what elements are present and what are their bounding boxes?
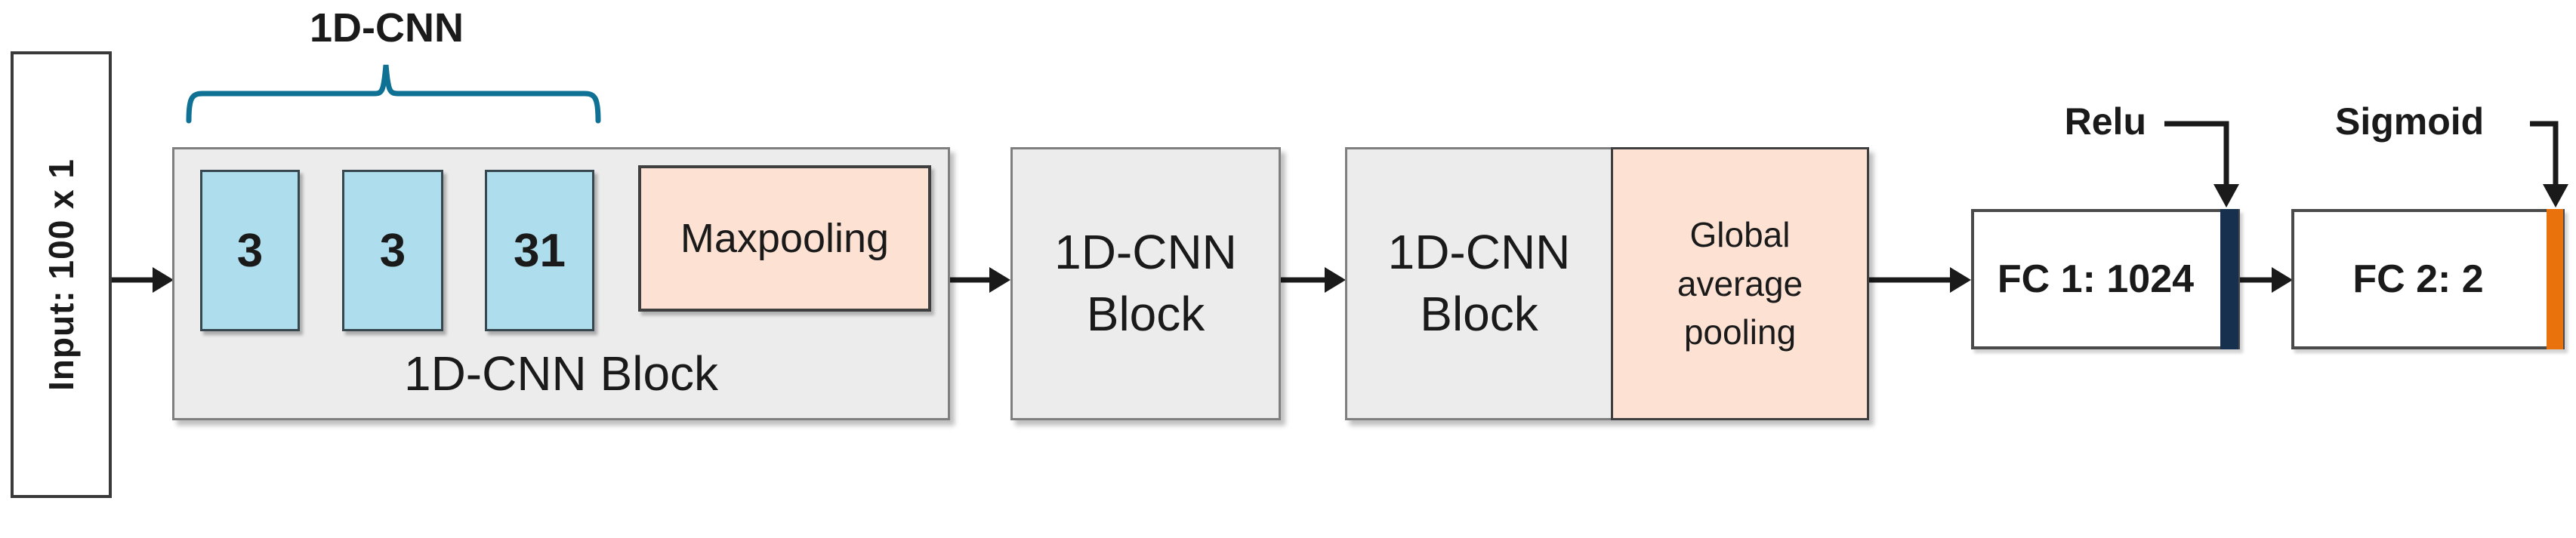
cnn-brace-label: 1D-CNN <box>309 5 464 51</box>
conv-layer-3-label: 31 <box>514 224 566 277</box>
input-box: Input: 100 x 1 <box>11 51 112 498</box>
sigmoid-connector <box>2530 121 2559 187</box>
input-label: Input: 100 x 1 <box>42 158 81 391</box>
conv-layer-1-label: 3 <box>236 224 264 277</box>
global-average-pooling-label: Global average pooling <box>1677 215 1803 352</box>
cnn-brace <box>186 64 601 124</box>
sigmoid-arrowhead <box>2543 184 2568 208</box>
maxpooling-box: Maxpooling <box>638 165 931 312</box>
relu-connector <box>2164 121 2229 187</box>
fc2-label: FC 2: 2 <box>2352 257 2484 301</box>
arrowhead <box>2272 267 2293 293</box>
cnn-block-1-label: 1D-CNN Block <box>403 346 719 401</box>
cnn-block-3: 1D-CNN Block Global average pooling <box>1345 147 1869 420</box>
cnn-block-3-label: 1D-CNN Block <box>1387 225 1571 341</box>
maxpooling-label: Maxpooling <box>680 216 890 261</box>
relu-activation-bar <box>2220 209 2238 349</box>
conv-layer-1: 3 <box>200 170 300 331</box>
arrowhead <box>153 267 174 293</box>
arrowhead <box>1325 267 1346 293</box>
conv-layer-2-label: 3 <box>379 224 406 277</box>
cnn-block-2-label: 1D-CNN Block <box>1054 225 1237 341</box>
cnn-block-3-body: 1D-CNN Block <box>1345 147 1611 420</box>
global-average-pooling-box: Global average pooling <box>1611 147 1869 420</box>
arrowhead <box>989 267 1010 293</box>
fc1-label: FC 1: 1024 <box>1997 257 2195 301</box>
fc2-box: FC 2: 2 <box>2291 209 2565 349</box>
cnn-block-2: 1D-CNN Block <box>1010 147 1281 420</box>
conv-layer-2: 3 <box>342 170 443 331</box>
sigmoid-activation-bar <box>2547 209 2563 349</box>
conv-layer-3: 31 <box>485 170 594 331</box>
cnn-block-1: 3 3 31 Maxpooling 1D-CNN Block <box>172 147 950 420</box>
arrowhead <box>1950 267 1971 293</box>
relu-arrowhead <box>2214 184 2239 208</box>
sigmoid-label: Sigmoid <box>2335 100 2485 143</box>
relu-label: Relu <box>2064 100 2146 143</box>
fc1-box: FC 1: 1024 <box>1971 209 2240 349</box>
